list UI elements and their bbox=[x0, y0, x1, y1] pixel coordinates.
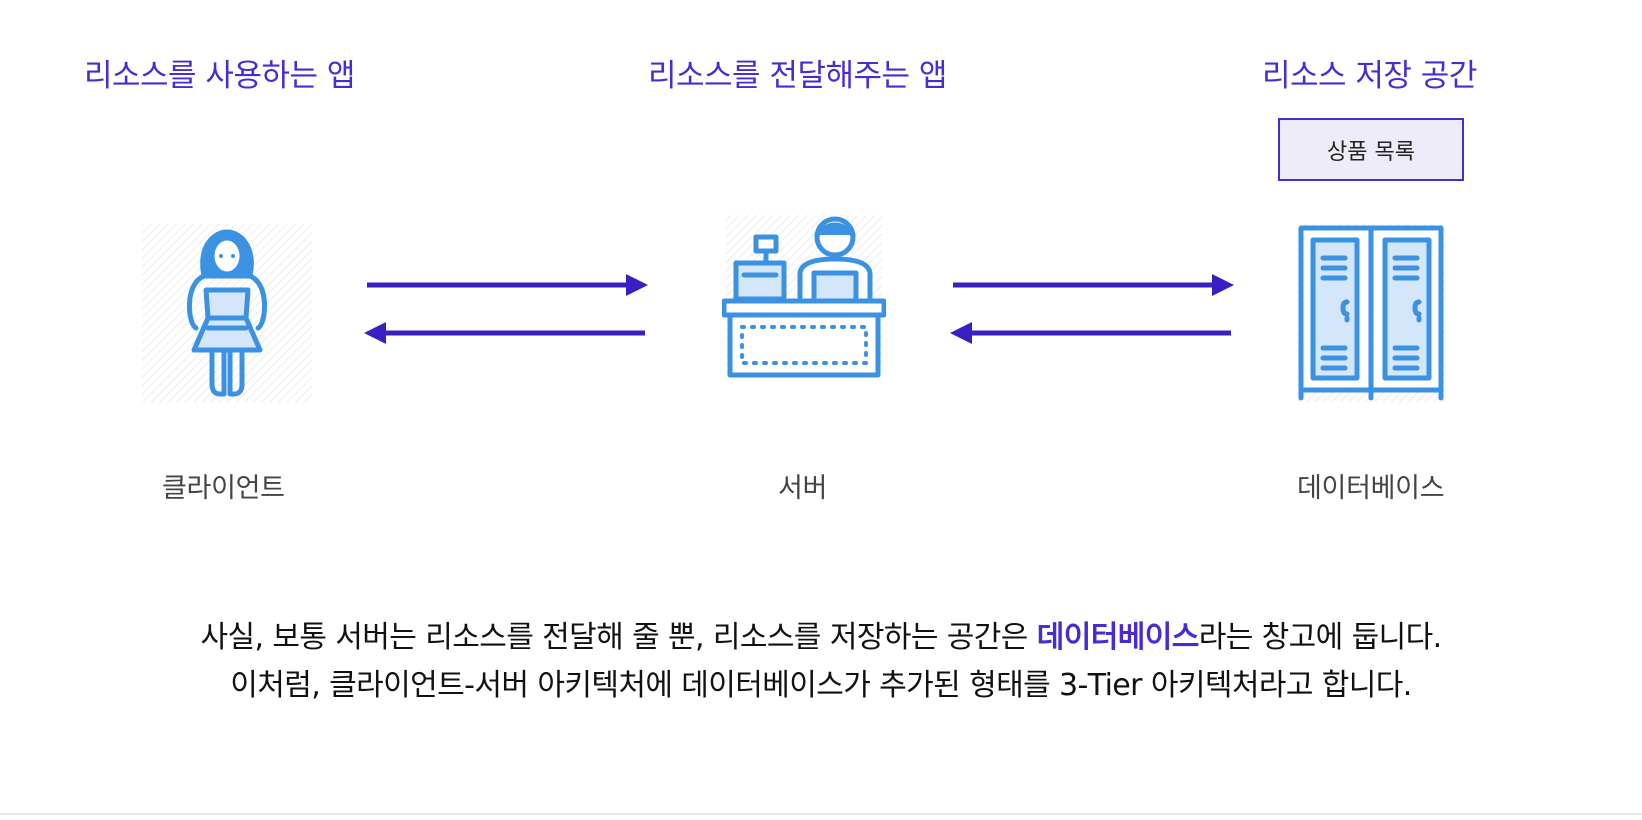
locker-icon bbox=[1297, 224, 1445, 402]
heading-storage: 리소스 저장 공간 bbox=[1262, 58, 1477, 94]
product-list-box: 상품 목록 bbox=[1278, 118, 1464, 181]
cashier-icon bbox=[722, 215, 886, 378]
query-result-arrows-right bbox=[950, 274, 1234, 344]
girl-icon bbox=[142, 224, 312, 402]
client-label: 클라이언트 bbox=[162, 473, 285, 504]
heading-client-app: 리소스를 사용하는 앱 bbox=[84, 58, 355, 94]
bottom-divider bbox=[0, 813, 1642, 815]
database-emphasis: 데이터베이스 bbox=[1036, 620, 1200, 655]
request-response-arrows-left bbox=[364, 274, 648, 344]
server-label: 서버 bbox=[778, 473, 828, 504]
database-label: 데이터베이스 bbox=[1297, 473, 1445, 504]
heading-server-app: 리소스를 전달해주는 앱 bbox=[648, 58, 947, 94]
description-line-1: 사실, 보통 서버는 리소스를 전달해 줄 뿐, 리소스를 저장하는 공간은 데… bbox=[0, 612, 1642, 656]
description-line-2: 이처럼, 클라이언트-서버 아키텍처에 데이터베이스가 추가된 형태를 3-Ti… bbox=[230, 668, 1412, 703]
description-text: 사실, 보통 서버는 리소스를 전달해 줄 뿐, 리소스를 저장하는 공간은 bbox=[200, 620, 1037, 655]
description-text: 라는 창고에 둡니다. bbox=[1198, 620, 1442, 655]
